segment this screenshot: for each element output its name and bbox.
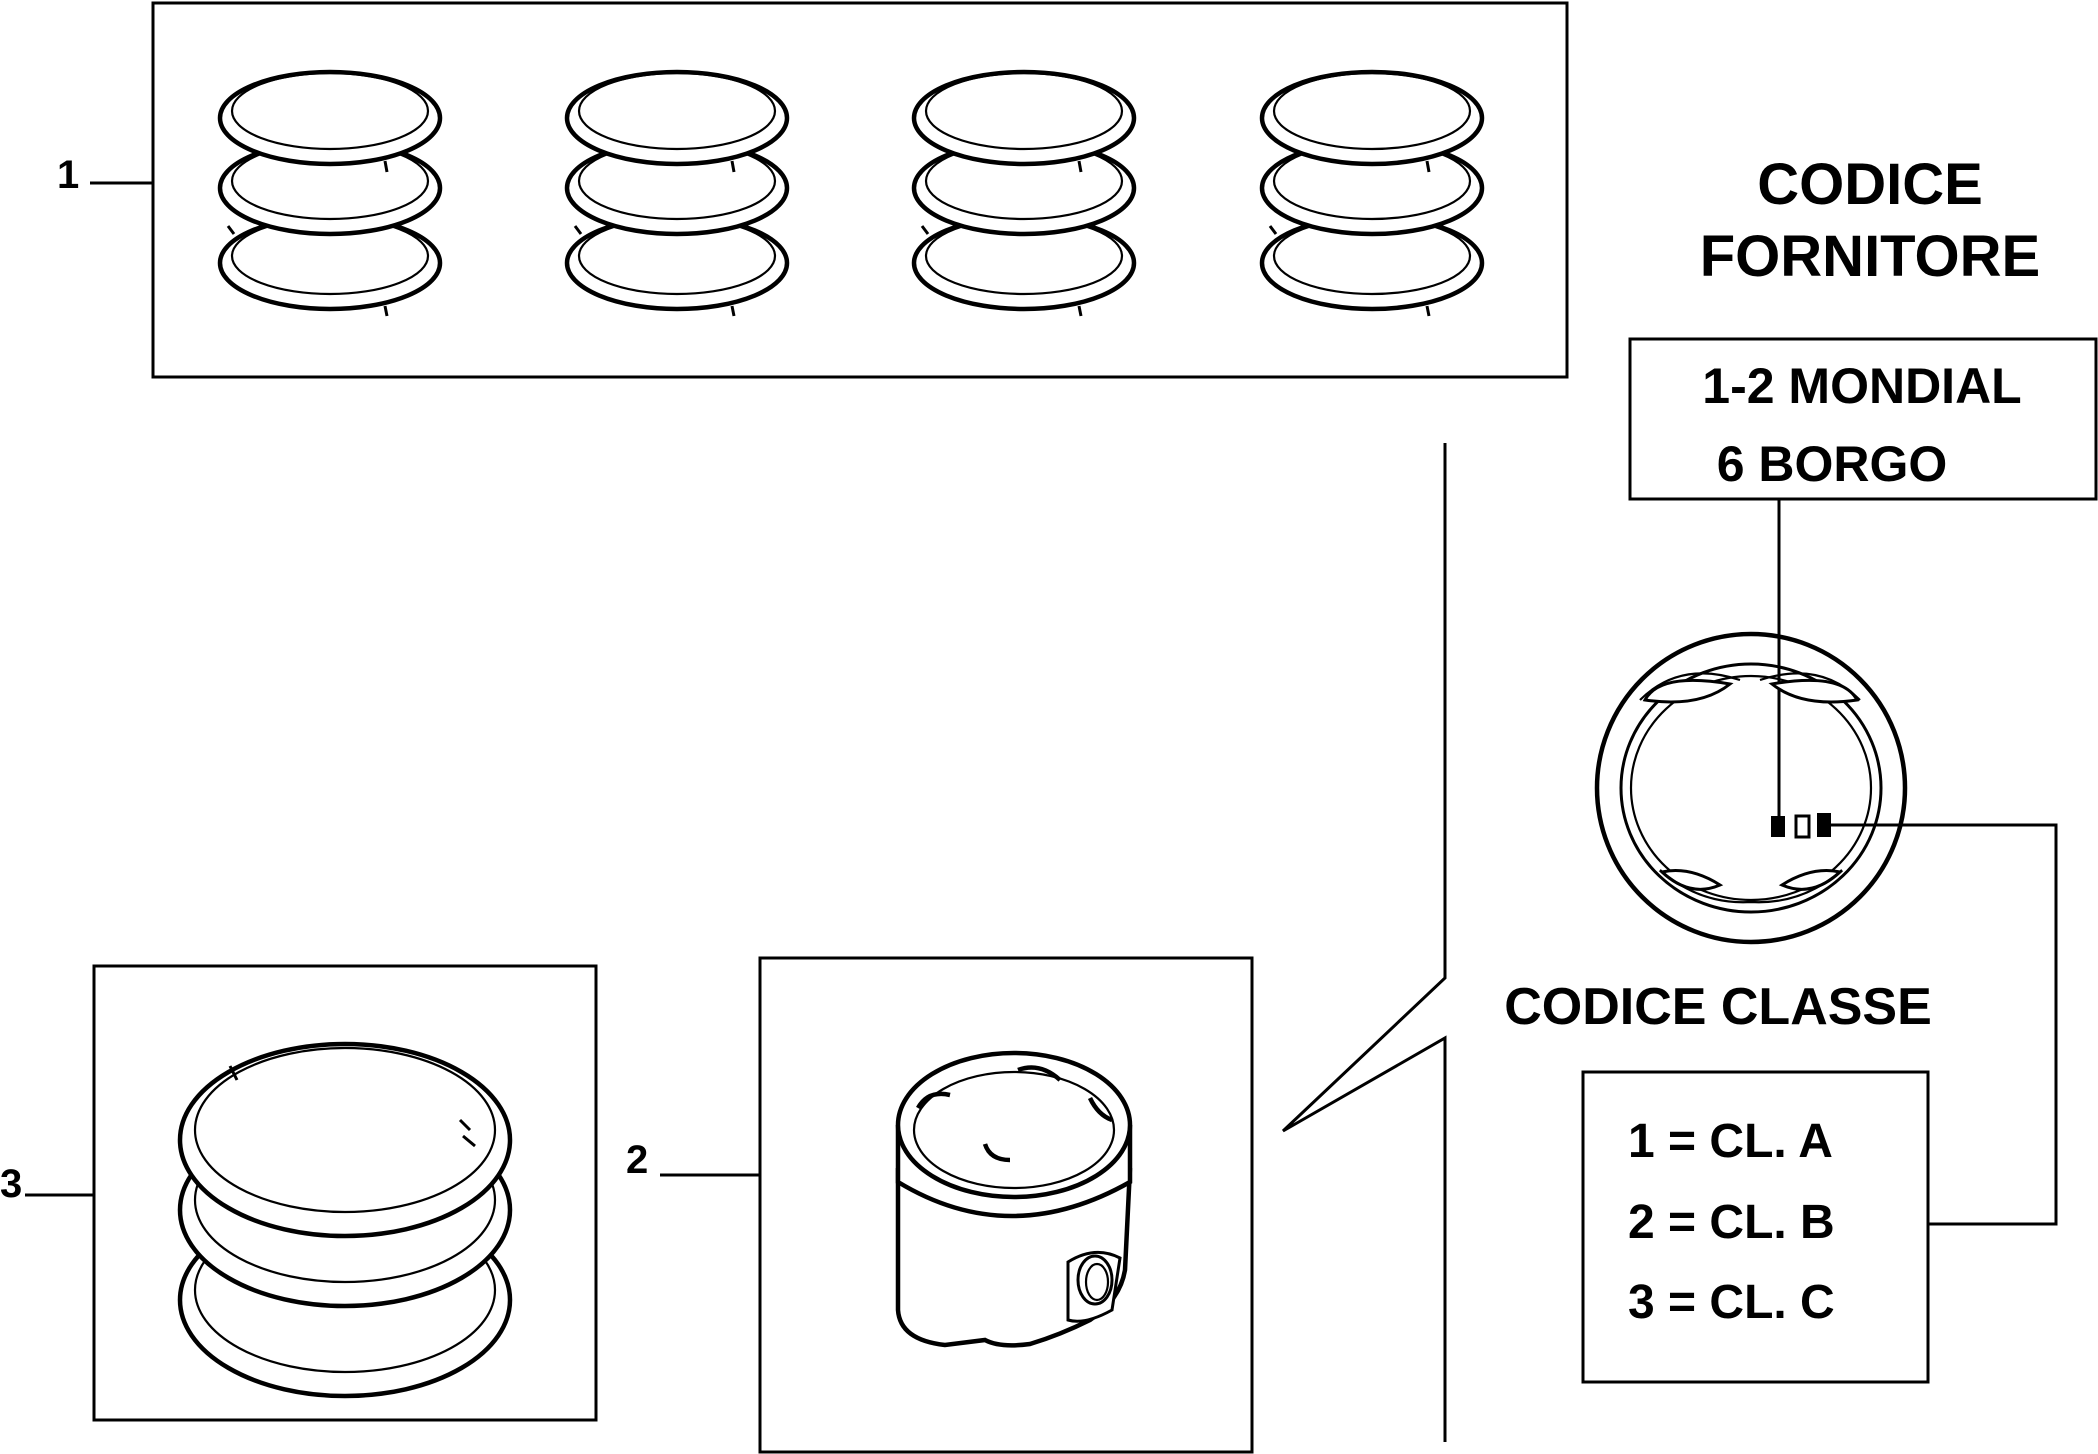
ring-kit-box <box>151 1 1569 379</box>
class-row-2: 2 = CL. B <box>1628 1196 1835 1249</box>
mark-square-1 <box>1771 816 1785 837</box>
ring-kit-set-2 <box>567 72 787 316</box>
piston-drawing <box>895 1050 1133 1348</box>
supplier-code-box <box>1628 337 2098 501</box>
ring-set-box <box>92 964 598 1422</box>
ring-kit-set-4 <box>1262 72 1482 316</box>
class-code-title: CODICE CLASSE <box>1504 978 1932 1036</box>
supplier-line-2: 6 BORGO <box>1717 436 1948 492</box>
separator-line <box>1281 443 1447 1442</box>
supplier-code-title-line1: CODICE <box>1757 152 1983 217</box>
class-row-1: 1 = CL. A <box>1628 1115 1833 1168</box>
mark-square-2 <box>1794 814 1811 839</box>
callout-1: 1 <box>57 153 79 197</box>
callout-3: 3 <box>0 1162 22 1206</box>
supplier-code-title-line2: FORNITORE <box>1700 224 2041 289</box>
class-leader-line <box>1831 823 2058 1226</box>
callout-2: 2 <box>626 1138 648 1182</box>
mark-square-3 <box>1817 813 1831 837</box>
class-row-3: 3 = CL. C <box>1628 1276 1835 1329</box>
supplier-line-1: 1-2 MONDIAL <box>1702 358 2021 414</box>
ring-set-drawing <box>177 1041 513 1399</box>
ring-kit-set-1 <box>220 72 440 316</box>
ring-top-view <box>1594 631 1908 945</box>
class-code-box <box>1581 1070 1930 1384</box>
piston-box <box>758 956 1254 1454</box>
ring-kit-set-3 <box>914 72 1134 316</box>
